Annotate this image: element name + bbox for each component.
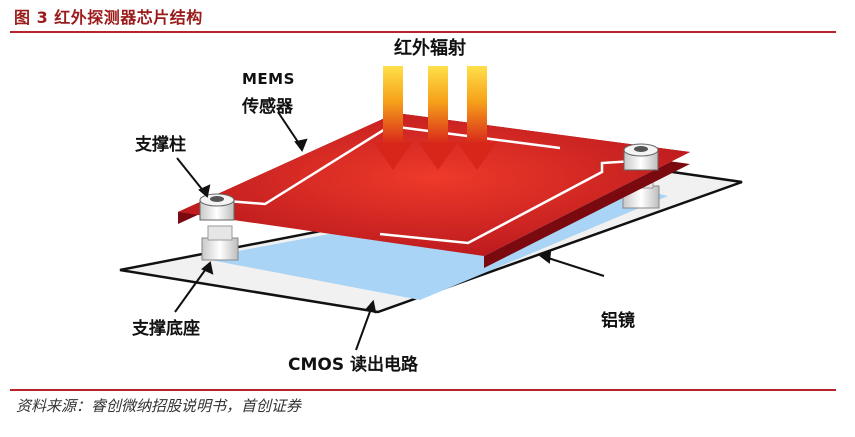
top-rule — [10, 31, 836, 33]
bottom-rule — [10, 389, 836, 391]
infrared-arrow-1 — [373, 66, 413, 170]
callout-base — [174, 265, 209, 313]
support-pillar-right — [623, 143, 659, 171]
support-pillar-left — [199, 193, 235, 221]
callout-mirror — [544, 256, 605, 277]
label-base: 支撑底座 — [132, 319, 200, 339]
support-base-left — [201, 225, 239, 261]
label-cmos: CMOS 读出电路 — [288, 355, 419, 375]
callout-cmos — [355, 305, 373, 351]
callout-pillar — [176, 157, 206, 194]
infrared-arrow-3 — [457, 66, 497, 170]
source-note: 资料来源：睿创微纳招股说明书，首创证券 — [16, 397, 302, 415]
label-mirror: 铝镜 — [601, 311, 635, 331]
label-mems-line2: 传感器 — [242, 97, 293, 117]
membrane-leg-right — [379, 158, 651, 245]
infrared-arrow-2 — [418, 66, 458, 170]
figure-title: 图 3 红外探测器芯片结构 — [14, 8, 203, 27]
label-pillar: 支撑柱 — [135, 135, 186, 155]
mems-membrane — [178, 113, 690, 256]
label-infrared: 红外辐射 — [394, 38, 466, 59]
label-mems-line1: MEMS — [242, 70, 295, 88]
